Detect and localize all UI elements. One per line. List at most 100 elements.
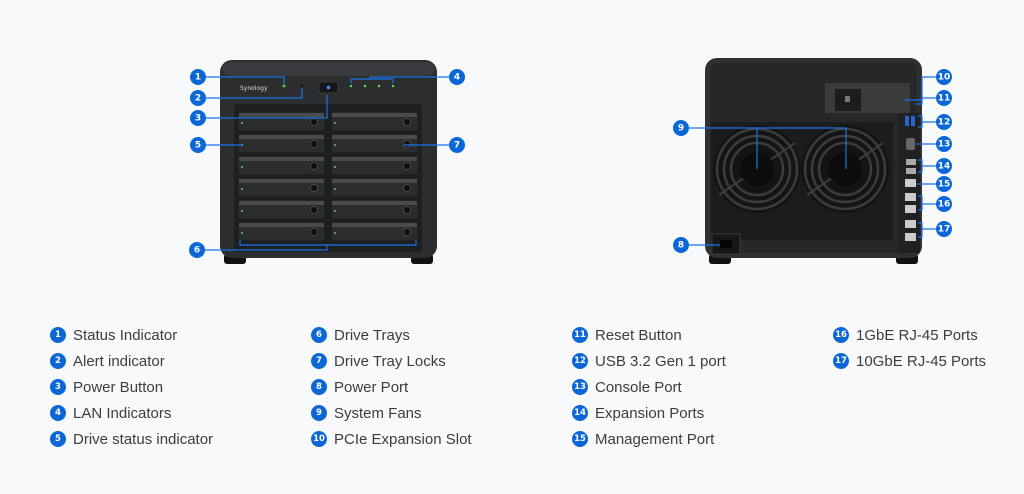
lan-led bbox=[363, 84, 367, 88]
fan-guard-ring bbox=[810, 134, 880, 204]
callout-badge-circle bbox=[190, 110, 206, 126]
nas-back-view bbox=[705, 58, 922, 264]
legend-label: Alert indicator bbox=[73, 352, 165, 370]
callout-badge-number: 10 bbox=[938, 73, 951, 83]
legend-label: Drive Tray Locks bbox=[334, 352, 446, 370]
drive-tray-top bbox=[239, 157, 324, 161]
legend-number-badge: 3 bbox=[50, 379, 66, 395]
callout-badge-number: 12 bbox=[938, 118, 951, 128]
legend-label: Expansion Ports bbox=[595, 404, 705, 422]
legend-number-badge: 13 bbox=[572, 379, 588, 395]
callout-badge-circle bbox=[936, 221, 952, 237]
callout-badge-number: 8 bbox=[678, 241, 684, 251]
legend-label: LAN Indicators bbox=[73, 404, 172, 422]
callout-badge-number: 9 bbox=[678, 124, 684, 134]
drive-tray-lock[interactable] bbox=[403, 184, 411, 192]
legend-item: 8 Power Port bbox=[311, 374, 472, 400]
drive-tray-lock[interactable] bbox=[310, 118, 318, 126]
callout-badge-number: 1 bbox=[195, 73, 201, 83]
callout-badge-number: 14 bbox=[938, 162, 951, 172]
10gbe-port[interactable] bbox=[905, 233, 916, 241]
1gbe-port[interactable] bbox=[905, 193, 916, 201]
nas-diagram: Synology bbox=[189, 58, 952, 264]
1gbe-port[interactable] bbox=[905, 205, 916, 213]
callout-badge-circle bbox=[673, 237, 689, 253]
legend-label: Management Port bbox=[595, 430, 715, 448]
legend-label: Drive Trays bbox=[334, 326, 410, 344]
callout-badge-circle bbox=[190, 90, 206, 106]
drive-tray-lock[interactable] bbox=[403, 206, 411, 214]
callout-badge: 11 bbox=[936, 90, 952, 106]
10gbe-port[interactable] bbox=[905, 220, 916, 228]
callout-badge-circle bbox=[449, 69, 465, 85]
callout-badge-number: 7 bbox=[454, 141, 460, 151]
callout-badge: 3 bbox=[190, 110, 206, 126]
drive-tray-lock[interactable] bbox=[310, 140, 318, 148]
legend-number-badge: 8 bbox=[311, 379, 327, 395]
drive-tray-lock[interactable] bbox=[310, 206, 318, 214]
callout-badge-circle bbox=[936, 158, 952, 174]
expansion-port[interactable] bbox=[906, 159, 916, 165]
callout-badge: 13 bbox=[936, 136, 952, 152]
console-port[interactable] bbox=[906, 138, 915, 150]
callout-badge: 16 bbox=[936, 196, 952, 212]
callout-badge: 15 bbox=[936, 176, 952, 192]
callout-badge-circle bbox=[936, 69, 952, 85]
lan-led bbox=[349, 84, 353, 88]
callout-badge: 2 bbox=[190, 90, 206, 106]
drive-tray-lock[interactable] bbox=[310, 184, 318, 192]
legend-label: Reset Button bbox=[595, 326, 682, 344]
legend-label: USB 3.2 Gen 1 port bbox=[595, 352, 726, 370]
drive-status-led bbox=[241, 122, 243, 124]
expansion-port[interactable] bbox=[906, 168, 916, 174]
lan-led bbox=[377, 84, 381, 88]
legend-number-badge: 14 bbox=[572, 405, 588, 421]
callout-badge-number: 2 bbox=[195, 94, 201, 104]
callout-badge: 4 bbox=[449, 69, 465, 85]
drive-status-led bbox=[334, 188, 336, 190]
drive-tray-lock[interactable] bbox=[403, 140, 411, 148]
callout-badge: 10 bbox=[936, 69, 952, 85]
callout-badge-circle bbox=[936, 136, 952, 152]
lan-led bbox=[391, 84, 395, 88]
drive-tray-lock[interactable] bbox=[310, 162, 318, 170]
drive-tray-lock[interactable] bbox=[403, 162, 411, 170]
callout-badge-number: 4 bbox=[454, 73, 460, 83]
legend-item: 5 Drive status indicator bbox=[50, 426, 213, 452]
legend-label: Power Button bbox=[73, 378, 164, 396]
power-led bbox=[326, 85, 331, 90]
drive-tray-lock[interactable] bbox=[310, 228, 318, 236]
legend-label: Status Indicator bbox=[73, 326, 178, 344]
callout-badge: 9 bbox=[673, 120, 689, 136]
legend-number-badge: 5 bbox=[50, 431, 66, 447]
drive-tray-lock[interactable] bbox=[403, 118, 411, 126]
drive-tray-top bbox=[332, 223, 417, 227]
drive-tray-lock[interactable] bbox=[403, 228, 411, 236]
legend-item: 1 Status Indicator bbox=[50, 322, 213, 348]
drive-status-led bbox=[241, 232, 243, 234]
synology-logo: Synology bbox=[240, 85, 268, 92]
callout-badge-number: 13 bbox=[938, 140, 951, 150]
management-port[interactable] bbox=[905, 179, 916, 187]
usb-port[interactable] bbox=[905, 116, 909, 126]
legend-label: Power Port bbox=[334, 378, 409, 396]
legend-label: 10GbE RJ-45 Ports bbox=[856, 352, 987, 370]
legend-number-badge: 10 bbox=[311, 431, 327, 447]
legend-item: 14 Expansion Ports bbox=[572, 400, 726, 426]
legend-number-badge: 4 bbox=[50, 405, 66, 421]
drive-tray-top bbox=[239, 135, 324, 139]
callout-badge-number: 3 bbox=[195, 114, 201, 124]
callout-badge-number: 16 bbox=[938, 200, 951, 210]
legend-item: 4 LAN Indicators bbox=[50, 400, 213, 426]
fan-guard-ring bbox=[817, 141, 873, 197]
usb-port[interactable] bbox=[911, 116, 915, 126]
legend-number-badge: 1 bbox=[50, 327, 66, 343]
legend-label: Drive status indicator bbox=[73, 430, 214, 448]
